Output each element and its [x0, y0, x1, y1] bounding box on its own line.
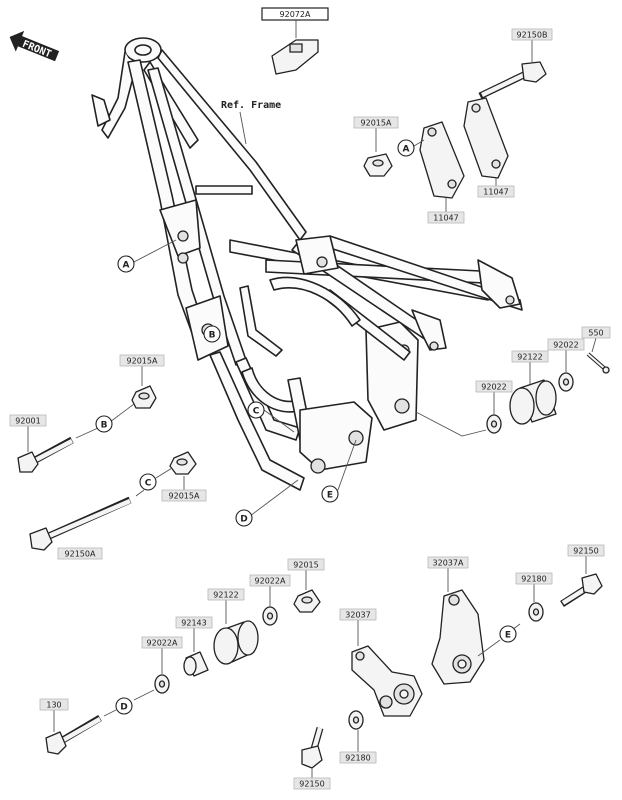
label-92122-r: 92122 — [511, 350, 549, 363]
svg-text:92122: 92122 — [213, 591, 238, 600]
svg-text:92015A: 92015A — [361, 119, 392, 128]
label-92015-b: 92015 — [287, 558, 325, 571]
ref-mark-A-frame: A — [117, 255, 135, 273]
part-92150-bolt-right — [560, 573, 603, 607]
svg-text:92180: 92180 — [521, 575, 546, 584]
part-92015A-nut-left — [131, 385, 157, 409]
part-11047-plate-a — [419, 121, 465, 199]
svg-text:92015A: 92015A — [169, 492, 200, 501]
part-92022-washer-r1 — [558, 372, 574, 392]
part-92180-washer-right — [528, 602, 544, 622]
svg-text:A: A — [403, 145, 410, 155]
svg-text:D: D — [120, 703, 127, 713]
label-550: 550 — [581, 326, 611, 339]
svg-text:92022: 92022 — [481, 383, 506, 392]
label-92180-b: 92180 — [339, 751, 377, 764]
label-92150B: 92150B — [511, 28, 553, 41]
svg-text:11047: 11047 — [483, 188, 508, 197]
label-32037: 32037 — [339, 608, 377, 621]
part-92072A — [271, 39, 319, 75]
part-92180-washer-bottom — [348, 710, 364, 730]
svg-text:92072A: 92072A — [280, 10, 311, 19]
svg-text:E: E — [327, 491, 333, 501]
svg-text:92001: 92001 — [15, 417, 40, 426]
label-92015A-top: 92015A — [353, 116, 399, 129]
ref-mark-D-parts: D — [115, 697, 133, 715]
part-32037A-bracket — [431, 589, 485, 685]
svg-text:550: 550 — [588, 329, 603, 338]
svg-text:92150A: 92150A — [65, 550, 96, 559]
ref-mark-E-parts: E — [499, 625, 517, 643]
ref-mark-B-frame: B — [203, 325, 221, 343]
svg-text:92015: 92015 — [293, 561, 318, 570]
part-92015-nut — [293, 589, 321, 613]
svg-text:92150: 92150 — [299, 780, 324, 789]
svg-text:D: D — [240, 515, 247, 525]
label-92015A-left: 92015A — [119, 354, 165, 367]
part-92022A-washer-bottom — [262, 606, 278, 626]
svg-text:32037A: 32037A — [433, 559, 464, 568]
part-92122-collar-bottom — [213, 620, 259, 665]
ref-frame-label: Ref. Frame — [221, 100, 281, 111]
label-32037A: 32037A — [427, 556, 469, 569]
part-92143-sleeve — [183, 651, 209, 677]
svg-text:92022A: 92022A — [147, 639, 178, 648]
label-92150A: 92150A — [57, 547, 103, 560]
label-92143: 92143 — [175, 616, 213, 629]
svg-text:A: A — [123, 261, 130, 271]
svg-text:C: C — [145, 479, 152, 489]
part-92150-bolt-bottom — [301, 727, 324, 769]
ref-mark-E-frame: E — [321, 485, 339, 503]
label-92022A-b: 92022A — [249, 574, 291, 587]
svg-text:92122: 92122 — [517, 353, 542, 362]
svg-text:B: B — [209, 331, 216, 341]
part-92122-collar-right — [509, 379, 557, 425]
label-130: 130 — [39, 698, 69, 711]
part-92015A-nut-top — [363, 153, 393, 177]
svg-text:92015A: 92015A — [127, 357, 158, 366]
part-92001-bolt — [17, 436, 74, 473]
label-92015A-mid: 92015A — [161, 489, 207, 502]
svg-text:32037: 32037 — [345, 611, 370, 620]
part-11047-plate-b — [463, 97, 509, 179]
svg-text:92150: 92150 — [573, 547, 598, 556]
label-92150-r: 92150 — [567, 544, 605, 557]
label-92072A: 92072A — [261, 7, 329, 21]
part-92150A-bolt — [29, 496, 132, 551]
svg-text:92143: 92143 — [181, 619, 206, 628]
part-550-pin — [586, 352, 610, 374]
front-direction-arrow: FRONT — [9, 30, 60, 62]
part-130-bolt — [45, 714, 102, 755]
label-92001: 92001 — [9, 414, 47, 427]
frame — [91, 37, 523, 491]
ref-mark-B-parts: B — [95, 415, 113, 433]
svg-text:130: 130 — [46, 701, 61, 710]
svg-text:C: C — [253, 407, 260, 417]
ref-mark-A-plates: A — [397, 139, 415, 157]
label-92022-r1: 92022 — [547, 338, 585, 351]
ref-mark-C-frame: C — [247, 401, 265, 419]
svg-text:B: B — [101, 421, 108, 431]
part-92022A-washer-left — [154, 674, 170, 694]
label-92180-r: 92180 — [515, 572, 553, 585]
svg-text:92022A: 92022A — [255, 577, 286, 586]
label-92150-b: 92150 — [293, 777, 331, 790]
label-92022A-l: 92022A — [141, 636, 183, 649]
part-92015A-nut-mid — [169, 451, 197, 475]
svg-text:11047: 11047 — [433, 214, 458, 223]
ref-mark-D-frame: D — [235, 509, 253, 527]
svg-text:92150B: 92150B — [517, 31, 548, 40]
label-92022-r2: 92022 — [475, 380, 513, 393]
part-92022-washer-r2 — [486, 414, 502, 434]
svg-text:92022: 92022 — [553, 341, 578, 350]
svg-text:92180: 92180 — [345, 754, 370, 763]
part-32037-bracket — [351, 645, 423, 717]
svg-text:E: E — [505, 631, 511, 641]
label-11047-b: 11047 — [477, 185, 515, 198]
part-92150B-bolt — [478, 61, 547, 100]
ref-mark-C-parts: C — [139, 473, 157, 491]
label-92122-b: 92122 — [207, 588, 245, 601]
label-11047-a: 11047 — [427, 211, 465, 224]
